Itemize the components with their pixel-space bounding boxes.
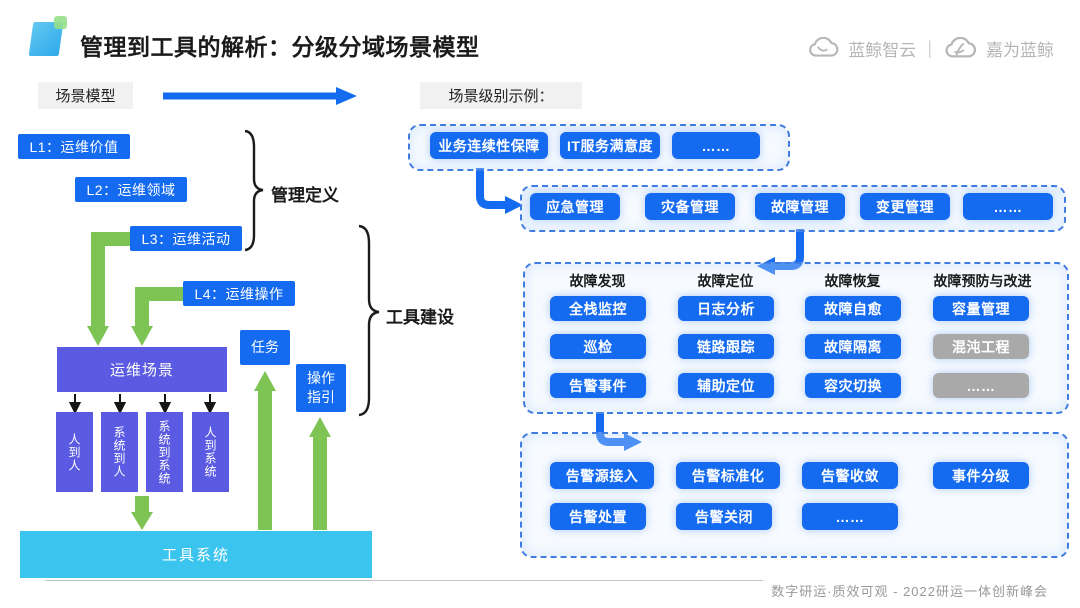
footer-text: 数字研运·质效可观 - 2022研运一体创新峰会: [771, 584, 1048, 599]
brace-tool-icon: [358, 224, 380, 417]
ops-scene-box: 运维场景: [57, 347, 227, 392]
level3-item-capacity: 容量管理: [933, 296, 1029, 321]
level1-item-more: ……: [672, 132, 760, 159]
level3-item-inspection: 巡检: [550, 334, 646, 359]
tool-system-box: 工具系统: [20, 531, 372, 578]
level3-header-locating: 故障定位: [697, 273, 754, 289]
level2-item-change-management: 变更管理: [860, 193, 950, 220]
brand-divider: |: [927, 38, 932, 58]
scene-example-label: 场景级别示例：: [420, 82, 582, 109]
page-title: 管理到工具的解析：分级分域场景模型: [80, 34, 480, 60]
level3-header-discovery: 故障发现: [569, 273, 626, 289]
level4-item-alarm-close: 告警关闭: [676, 503, 772, 530]
whale-cloud-icon: [945, 36, 977, 57]
level-box-l1: L1：运维价值: [18, 134, 130, 159]
level3-item-assisted-locating: 辅助定位: [678, 373, 774, 398]
level4-item-alarm-source: 告警源接入: [550, 462, 654, 489]
footer-divider: [45, 580, 763, 581]
brace-management-label: 管理定义: [271, 186, 339, 205]
level3-item-tracing: 链路跟踪: [678, 334, 774, 359]
level2-item-emergency: 应急管理: [530, 193, 620, 220]
level3-item-log-analysis: 日志分析: [678, 296, 774, 321]
level3-item-chaos: 混沌工程: [933, 334, 1029, 359]
level3-item-fault-isolation: 故障隔离: [805, 334, 901, 359]
level4-container: [520, 432, 1069, 558]
level3-item-alarm-event: 告警事件: [550, 373, 646, 398]
level3-item-self-healing: 故障自愈: [805, 296, 901, 321]
mode-box-s2s: 系统到系统: [146, 412, 183, 492]
guide-box: 操作 指引: [296, 364, 346, 412]
brace-management-icon: [244, 129, 264, 252]
level-box-l4: L4：运维操作: [183, 281, 295, 306]
level2-item-more: ……: [963, 193, 1053, 220]
mode-box-p2s: 人到系统: [192, 412, 229, 492]
mode-box-s2p: 系统到人: [101, 412, 138, 492]
level3-header-recovery: 故障恢复: [824, 273, 881, 289]
green-arrow-l3-icon: [87, 232, 130, 346]
level-box-l3: L3：运维活动: [130, 226, 242, 251]
level4-item-alarm-handling: 告警处置: [550, 503, 646, 530]
top-flow-arrow-icon: [163, 87, 357, 105]
green-arrow-up-guide-icon: [309, 417, 331, 530]
brand-bar: 蓝鲸智云 | 嘉为蓝鲸: [807, 36, 1054, 61]
green-arrow-l4-icon: [131, 287, 183, 346]
level2-item-fault-management: 故障管理: [755, 193, 845, 220]
level3-item-more: ……: [933, 373, 1029, 398]
level1-item-it-satisfaction: IT服务满意度: [560, 132, 660, 159]
green-arrow-down-icon: [131, 496, 153, 530]
level3-header-prevention: 故障预防与改进: [933, 273, 1032, 289]
level3-item-fullstack-monitor: 全栈监控: [550, 296, 646, 321]
green-arrow-up-task-icon: [254, 371, 276, 530]
cloud-icon: [809, 37, 839, 57]
level-box-l2: L2：运维领域: [75, 177, 187, 202]
level4-item-alarm-converge: 告警收敛: [802, 462, 898, 489]
deck-logo-icon: [28, 16, 67, 56]
brand-right-label: 嘉为蓝鲸: [986, 41, 1054, 60]
task-box: 任务: [240, 330, 290, 365]
scene-model-label: 场景模型: [38, 82, 133, 109]
brand-left-label: 蓝鲸智云: [848, 41, 917, 60]
blue-elbow-arrow-1-icon: [476, 168, 523, 214]
level4-item-alarm-standardize: 告警标准化: [676, 462, 780, 489]
level2-item-disaster-recovery: 灾备管理: [645, 193, 735, 220]
level4-item-event-grading: 事件分级: [933, 462, 1029, 489]
mode-box-p2p: 人到人: [56, 412, 93, 492]
level3-item-dr-switch: 容灾切换: [805, 373, 901, 398]
level1-item-business-continuity: 业务连续性保障: [430, 132, 548, 159]
brace-tool-label: 工具建设: [386, 308, 454, 327]
black-arrows-icon: [68, 394, 217, 415]
level4-item-more: ……: [802, 503, 898, 530]
